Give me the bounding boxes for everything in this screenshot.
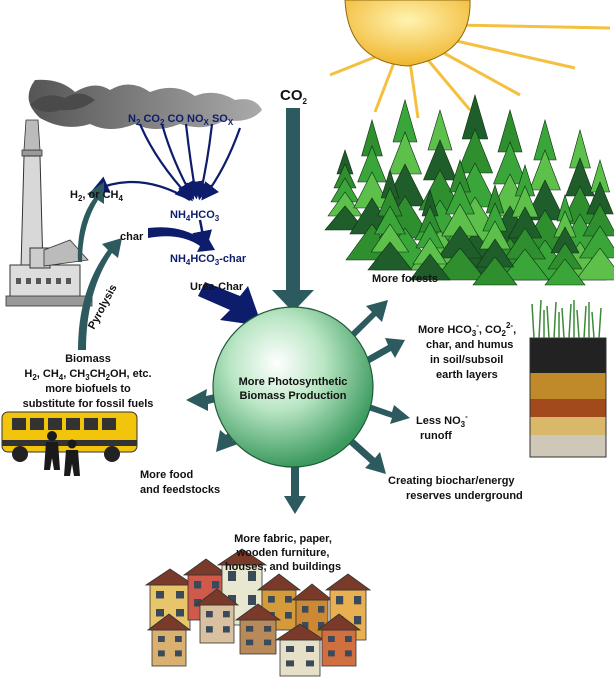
soil-layers-icon — [529, 299, 607, 458]
biomass-sphere — [212, 306, 374, 468]
fabric-line3: houses, and buildings — [225, 561, 341, 573]
forest-icon — [324, 93, 614, 286]
soil-line1: More HCO3-, CO22-, — [418, 321, 516, 338]
more-forests-label: More forests — [372, 273, 438, 285]
co2-top-label: CO2 — [280, 87, 308, 106]
pyrolysis-arrows — [77, 182, 122, 350]
co2-down-arrow — [272, 108, 314, 312]
char-arrow — [148, 227, 215, 252]
children-icon — [44, 431, 80, 476]
biomass-line3: more biofuels to — [45, 383, 131, 395]
nh4hco3-char-label: NH4HCO3-char — [170, 253, 247, 267]
char-label: char — [120, 231, 144, 243]
runoff-label: runoff — [420, 430, 452, 442]
biomass-formulas: H2, CH4, CH3CH2OH, etc. — [24, 368, 151, 382]
biomass-line4: substitute for fossil fuels — [23, 398, 154, 410]
nh4hco3-label: NH4HCO3 — [170, 209, 220, 223]
smokestack-icon — [20, 79, 263, 269]
biochar-line2: reserves underground — [406, 490, 523, 502]
factory-icon — [5, 239, 93, 307]
center-label-line1: More Photosynthetic — [239, 376, 348, 388]
urea-char-label: Urea-Char — [190, 281, 244, 293]
gas-capture-arrows — [90, 123, 242, 202]
soil-line2: char, and humus — [426, 339, 513, 351]
soil-line3: in soil/subsoil — [430, 354, 503, 366]
houses-icon — [144, 548, 372, 677]
fabric-line2: wooden furniture, — [236, 547, 330, 559]
soil-line4: earth layers — [436, 369, 498, 381]
fabric-line1: More fabric, paper, — [234, 533, 332, 545]
h2-ch4-label: H2, or CH4 — [70, 189, 123, 203]
biochar-line1: Creating biochar/energy — [388, 475, 515, 487]
gas-list: N2 CO2 CO NOX SOX — [128, 113, 234, 127]
urea-char-arrow — [198, 282, 262, 326]
biomass-title: Biomass — [65, 353, 111, 365]
sun-icon — [329, 0, 611, 119]
food-line1: More food — [140, 469, 193, 481]
center-label-line2: Biomass Production — [240, 390, 347, 402]
food-line2: and feedstocks — [140, 484, 220, 496]
less-no3-label: Less NO3- — [416, 412, 468, 429]
school-bus-icon — [1, 411, 138, 462]
